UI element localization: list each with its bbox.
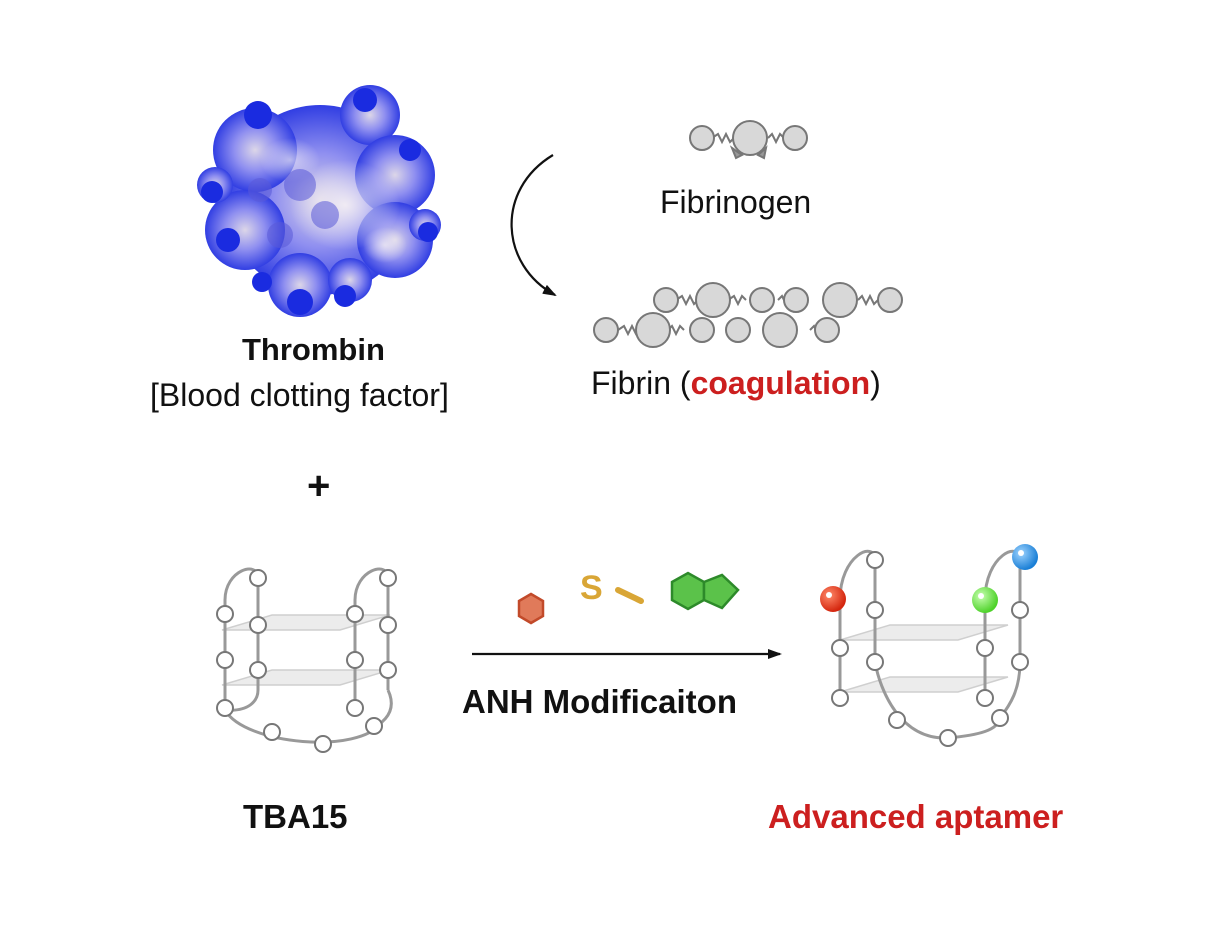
fibrin-label: Fibrin (coagulation) (591, 365, 881, 402)
indene-modifier-icon (670, 571, 740, 611)
fibrinogen-molecule-icon (689, 120, 808, 160)
red-modification-dot (820, 586, 846, 612)
thrombin-subtitle: [Blood clotting factor] (150, 377, 449, 413)
thrombin-protein-image (197, 85, 441, 317)
fibrin-label-prefix: Fibrin ( (591, 365, 691, 401)
hexagon-modifier-icon (517, 592, 545, 625)
plus-sign: + (307, 464, 331, 508)
tba15-structure-icon (216, 567, 397, 753)
advanced-aptamer-label: Advanced aptamer (768, 798, 1064, 835)
reaction-label: ANH Modificaiton (462, 683, 737, 720)
advanced-aptamer-structure-icon (820, 544, 1038, 747)
blue-modification-dot (1012, 544, 1038, 570)
fibrinogen-label: Fibrinogen (660, 184, 812, 220)
svg-text:S: S (580, 569, 603, 607)
conversion-arrow (510, 154, 557, 296)
green-modification-dot (972, 587, 998, 613)
tba15-label: TBA15 (243, 798, 348, 835)
sulfur-modifier-icon: S (580, 569, 644, 607)
fibrin-label-suffix: ) (870, 365, 881, 401)
thrombin-title: Thrombin (242, 332, 385, 367)
fibrin-polymer-icon (593, 282, 903, 348)
coagulation-highlight: coagulation (690, 365, 871, 401)
